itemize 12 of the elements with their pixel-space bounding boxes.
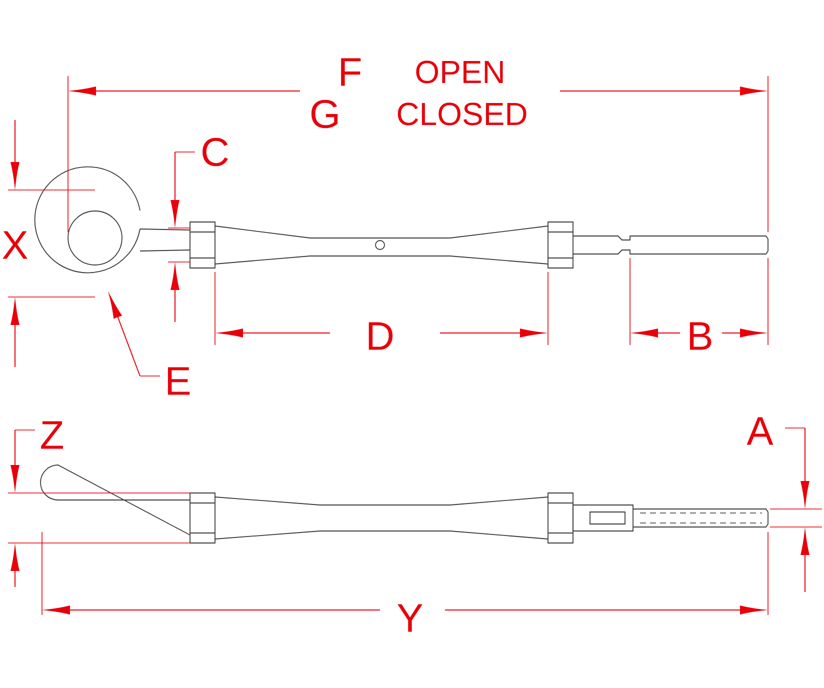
dimension-label: E xyxy=(168,367,190,395)
dimension-label: G xyxy=(311,100,338,128)
dimension-label: X xyxy=(2,231,28,259)
dimension-label: C xyxy=(202,138,228,166)
dimension-label: D xyxy=(368,322,393,350)
dimension-label: CLOSED xyxy=(398,102,526,126)
dimension-label: Y xyxy=(398,604,422,632)
dimension-label: Z xyxy=(41,421,63,449)
dimension-label: F xyxy=(341,58,361,86)
dimension-label: A xyxy=(746,417,774,445)
dimension-label: OPEN xyxy=(416,60,503,84)
dimension-label: B xyxy=(690,322,712,350)
